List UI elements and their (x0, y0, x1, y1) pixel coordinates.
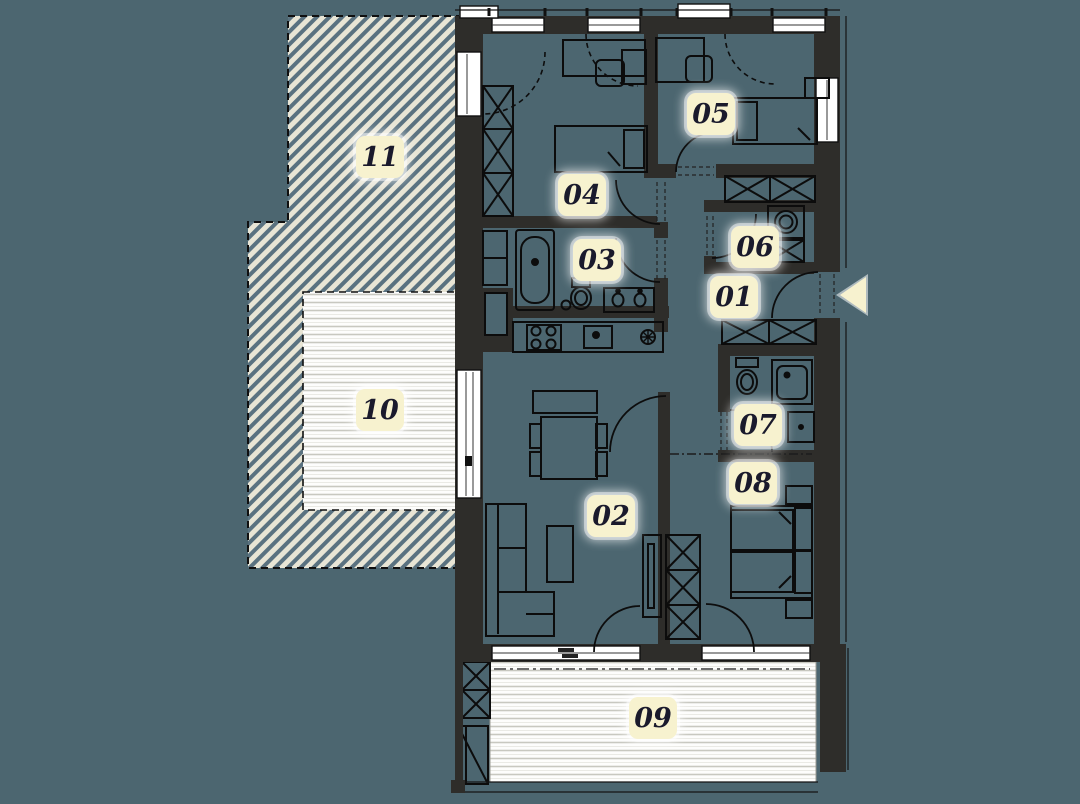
chair (595, 451, 608, 477)
washbasin (787, 411, 815, 443)
living-room-02-furniture (485, 390, 662, 637)
bathtub (515, 229, 555, 311)
sofa (485, 503, 555, 637)
balcony-area (451, 657, 818, 793)
room-label-02: 02 (587, 495, 635, 537)
shower (771, 359, 813, 405)
cabinet (621, 49, 647, 85)
shower-room-07-fixtures (735, 357, 815, 443)
pillow (623, 129, 645, 169)
room-label-11: 11 (356, 136, 404, 178)
room-label-05: 05 (687, 93, 735, 135)
bathroom-03-fixtures (482, 229, 655, 313)
bedroom-04-furniture (482, 39, 648, 217)
nightstand (785, 485, 813, 505)
room-label-04: 04 (558, 174, 606, 216)
kitchen-counter (512, 321, 664, 353)
top-notch (677, 3, 731, 19)
bedroom-08-furniture (665, 485, 813, 640)
tv-stand (642, 534, 662, 618)
desk (655, 37, 705, 83)
chair (595, 423, 608, 449)
chair (595, 59, 625, 87)
entrance-arrow-icon (836, 274, 868, 316)
fridge (484, 292, 508, 336)
nightstand (785, 599, 813, 619)
coffee-table (546, 525, 574, 583)
chair (529, 423, 542, 449)
room-label-09: 09 (629, 697, 677, 739)
sink (583, 325, 613, 349)
door-handle (465, 456, 472, 466)
room-label-08: 08 (729, 462, 777, 504)
pillow (736, 101, 758, 141)
room-label-06: 06 (731, 226, 779, 268)
room-label-10: 10 (356, 389, 404, 431)
bed (554, 125, 648, 173)
toilet (570, 286, 592, 310)
room-label-07: 07 (734, 404, 782, 446)
vanity (603, 287, 655, 313)
cooktop (526, 324, 562, 351)
top-notch (459, 5, 499, 19)
washing-machine (767, 205, 805, 239)
bedroom-05-furniture (655, 37, 830, 145)
kitchen (484, 292, 664, 353)
dimension-ticks (487, 8, 828, 16)
sideboard (532, 390, 598, 414)
room-label-03: 03 (573, 239, 621, 281)
chair (529, 451, 542, 477)
windows (455, 3, 849, 770)
room-label-01: 01 (710, 276, 758, 318)
corridor-wardrobes (721, 175, 817, 345)
toilet-tank (735, 357, 759, 368)
entrance-door (771, 271, 819, 319)
toilet (736, 369, 758, 395)
chair (685, 55, 713, 83)
